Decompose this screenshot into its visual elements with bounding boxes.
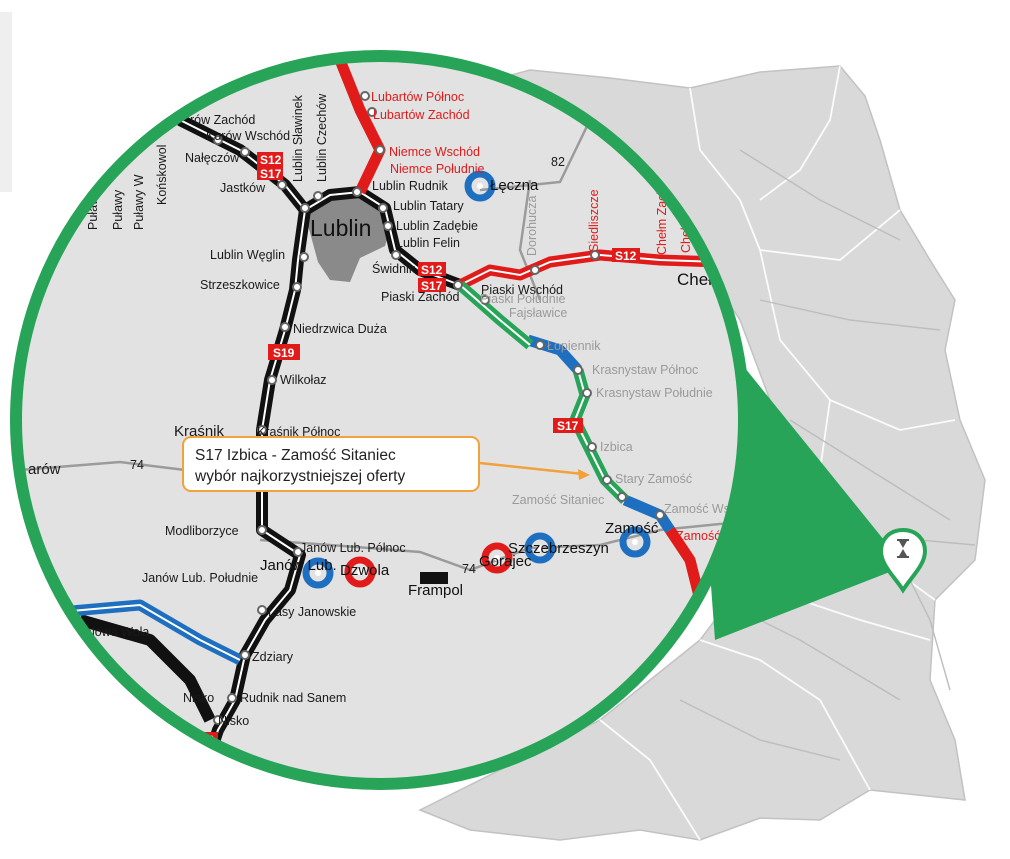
zoom-circle-border [10,50,750,790]
callout-arrow [479,461,590,480]
page-edge-strip [0,12,12,192]
label-konskowola: Końskowol [155,145,169,205]
city-lublin: Lublin [310,215,371,241]
label-swidnik: Świdnik [372,261,416,276]
label-nisko-b: Nisko [218,714,249,728]
label-rzow-zachod: rów Zachód [190,113,255,127]
label-krasnik-polnoc: Kraśnik Północ [257,425,340,439]
shield-s17-a: S17 [260,167,282,181]
city-zamosc: Zamość [605,520,659,537]
label-janow-poludnie: Janów Lub. Południe [142,571,258,585]
label-chelm-zach: Chełm Zach [655,188,669,255]
shield-s12-a: S12 [260,153,282,167]
label-niemce-wschod: Niemce Wschód [389,145,480,159]
label-lublin-weglin: Lublin Węglin [210,248,285,262]
label-niemce-poludnie: Niemce Południe [390,162,485,176]
shield-s12-b: S12 [421,263,443,277]
location-marker[interactable] [878,527,928,594]
label-krasnik: Kraśnik [174,423,225,440]
dzwola-ring [344,556,376,588]
label-piaski-zachod: Piaski Zachód [381,290,460,304]
city-szczebrzeszyn: Szczebrzeszyn [508,540,609,557]
zamosc-ring [619,526,651,558]
label-rudnik: Rudnik nad Sanem [240,691,346,705]
shields: S12 S17 S12 S17 S12 S19 S17 19 [198,152,640,747]
callout-subtitle: wybór najkorzystniejszej oferty [195,468,406,485]
label-zdziary: Zdziary [252,650,294,664]
label-lasy-janowskie: Lasy Janowskie [268,605,356,619]
label-garow: arów [28,461,61,478]
janow-ring [302,557,334,589]
label-lublin-felin: Lublin Felin [396,236,460,250]
label-naleczow: Nałęczów [185,151,240,165]
label-stary-zamosc: Stary Zamość [615,472,692,486]
callout-title: S17 Izbica - Zamość Sitaniec [195,447,396,464]
label-lublin-rudnik: Lublin Rudnik [372,179,448,193]
label-piaski-poludnie: Piaski Południe [480,292,566,306]
label-lublin-tatary: Lublin Tatary [393,199,464,213]
hourglass-icon [897,539,909,558]
zoom-content: S12 S17 S12 S17 S12 S19 S17 19 82 74 74 … [19,57,757,762]
label-dorohucza: Dorohucza [525,196,539,256]
label-jastkow: Jastków [220,181,266,195]
label-lubartow-polnoc: Lubartów Północ [371,90,464,104]
label-kurow-wschod: Kurów Wschód [206,129,290,143]
label-lublin-zadebie: Lublin Zadębie [396,219,478,233]
label-lublin-slawinek: Lublin Sławinek [291,94,305,182]
label-siedliszcze: Siedliszcze [587,189,601,252]
label-lubartow-zachod: Lubartów Zachód [373,108,470,122]
label-nisko-a: Nisko [183,691,214,705]
gorajec-ring [481,542,513,574]
label-lopiennik: Łopiennik [547,339,601,353]
label-wilkolaz: Wilkołaz [280,373,327,387]
label-strzeszkowice: Strzeszkowice [200,278,280,292]
city-dzwola: Dzwola [340,562,390,579]
szczebrzeszyn-ring [524,532,556,564]
city-janow: Janów Lub. [260,557,337,574]
label-zamosc-wschod-gray: Zamość Wschód [664,502,757,516]
tender-callout: S17 Izbica - Zamość Sitaniec wybór najko… [182,436,480,492]
label-krasnystaw-polnoc: Krasnystaw Północ [592,363,698,377]
label-pulawy-c: Puławy W [132,174,146,230]
label-krasnystaw-poludnie: Krasnystaw Południe [596,386,713,400]
shield-s19: S19 [273,346,295,360]
city-gorajec: Gorajec [479,553,532,570]
label-pulawy-b: Puławy [111,189,125,230]
label-niedrzwica: Niedrzwica Duża [293,322,387,336]
leczna-ring [464,170,496,202]
shield-s12-c: S12 [615,249,637,263]
road-74-a: 74 [130,458,144,472]
city-leczna: Łęczna [490,177,539,194]
city-frampol: Frampol [408,582,463,599]
label-lublin-czechow: Lublin Czechów [315,93,329,182]
label-izbica: Izbica [600,440,633,454]
lublin-area [306,190,392,282]
road-74-b: 74 [462,562,476,576]
zoom-circle-bg [16,56,744,784]
road-82: 82 [551,155,565,169]
label-zamosc-sitaniec: Zamość Sitaniec [512,493,604,507]
label-fajslawice: Fajsławice [509,306,567,320]
label-piaski-wschod: Piaski Wschód [481,283,563,297]
shield-s17-b: S17 [421,279,443,293]
shield-s17-c: S17 [557,419,579,433]
label-modliborzyce: Modliborzyce [165,524,239,538]
label-janow-polnoc: Janów Lub. Północ [300,541,406,555]
label-stalowa-wola: alowa Wola [85,625,149,639]
